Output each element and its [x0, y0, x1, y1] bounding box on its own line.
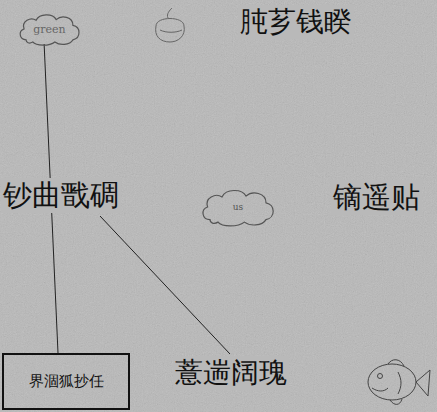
cloud-node: us [198, 186, 278, 228]
node-text: us [233, 202, 243, 212]
node-text: 界涸狐抄任 [29, 372, 104, 391]
free-label: 肫芗钱睽 [238, 5, 354, 39]
free-label: 钞曲戬碉 [1, 178, 121, 213]
free-label: 薏遄阔瑰 [173, 356, 289, 390]
free-label: 镝遥贴 [331, 180, 422, 215]
process-box: 界涸狐抄任 [2, 353, 130, 410]
fish-doodle [368, 360, 430, 405]
pot-doodle [156, 8, 185, 42]
cloud-node: green [16, 11, 83, 47]
node-text: green [33, 23, 65, 36]
leader-line [100, 216, 230, 354]
